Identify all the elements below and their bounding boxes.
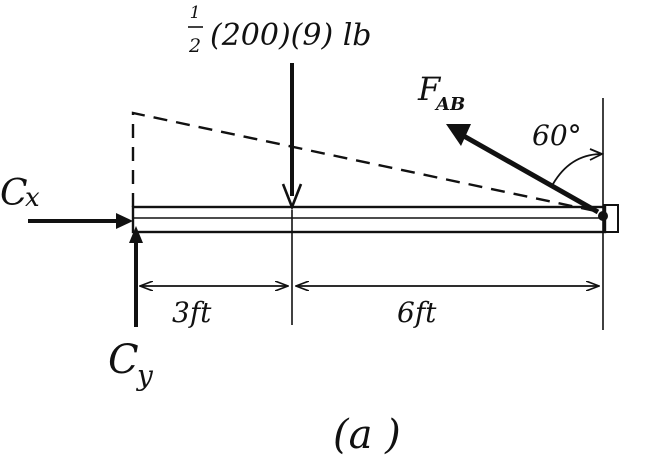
figure-caption: (a ): [333, 412, 401, 457]
force-ab-subscript: AB: [434, 94, 465, 115]
reaction-cy-head: [129, 226, 143, 243]
reaction-cx-subscript: x: [25, 183, 40, 213]
beam-outline: [131, 205, 607, 234]
force-ab-shaft: [460, 132, 600, 215]
force-ab-arrow: [446, 124, 600, 215]
force-ab-symbol: F: [417, 70, 442, 108]
angle-label: 60°: [532, 119, 582, 152]
reaction-cx-symbol: C: [0, 173, 28, 214]
reaction-cy-arrow: [129, 226, 143, 327]
load-fraction-numerator: 1: [190, 3, 201, 23]
beam: [131, 204, 619, 234]
load-magnitude-text: (200)(9) lb: [210, 18, 372, 53]
reaction-cx-arrow: [28, 213, 133, 229]
force-ab-head: [446, 124, 471, 146]
reaction-cy-label: C y: [108, 337, 154, 392]
dimension-label-right: 6ft: [397, 296, 437, 329]
force-ab-label: F AB: [417, 70, 465, 115]
reaction-cx-label: C x: [0, 173, 40, 214]
reaction-cy-subscript: y: [135, 359, 154, 392]
reaction-cx-head: [116, 213, 133, 229]
load-arrow-head: [281, 183, 303, 211]
reaction-cy-symbol: C: [108, 337, 139, 383]
resultant-load-arrow: [281, 63, 303, 211]
angle-arc: [552, 153, 601, 185]
angle-reference: [552, 98, 605, 330]
load-triangle-outline: [131, 111, 601, 214]
load-label: 1 2 (200)(9) lb: [188, 3, 372, 57]
distributed-load-triangle: [131, 111, 601, 214]
dimension-label-left: 3ft: [172, 296, 212, 329]
angle-arc-arrow: [589, 148, 605, 161]
load-fraction-denominator: 2: [188, 35, 201, 57]
dimension-lines: [140, 210, 599, 325]
